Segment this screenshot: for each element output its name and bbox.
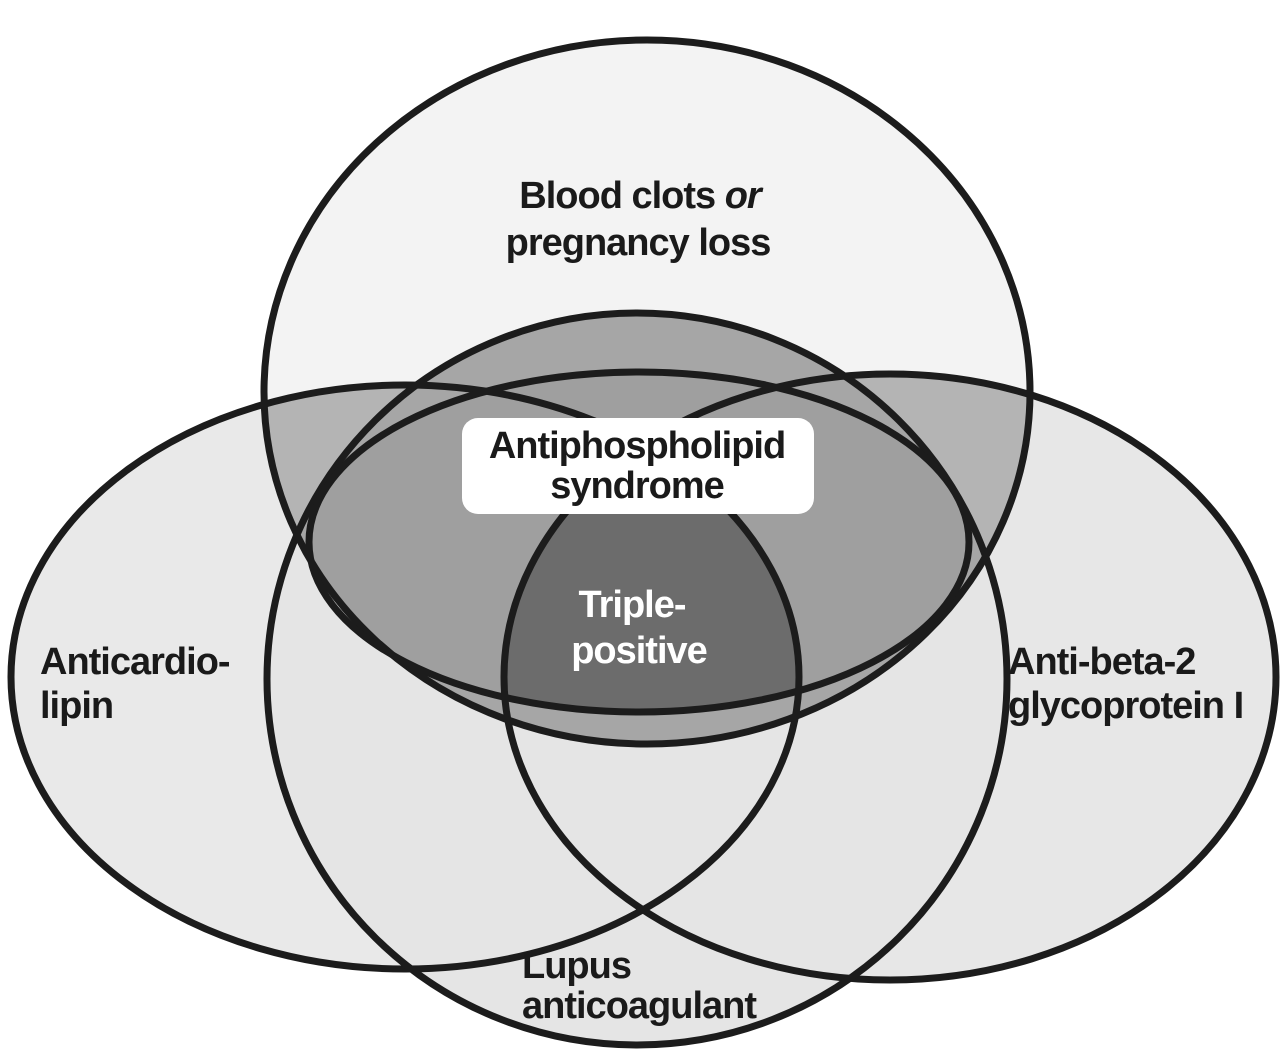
- triple-positive-region: [504, 385, 799, 712]
- triple-positive-label: Triple-: [578, 584, 685, 626]
- anticardiolipin-label: Anticardio-: [40, 641, 230, 683]
- antiphospholipid-label-box: [462, 418, 814, 514]
- clinical-label-line2: pregnancy loss: [506, 222, 771, 264]
- anti-beta2-circle: [500, 370, 1280, 984]
- anticardiolipin-label-line2: lipin: [40, 685, 113, 727]
- lupus-label: Lupus: [522, 945, 631, 987]
- antiphospholipid-label-line2: syndrome: [550, 465, 724, 507]
- anticardiolipin-circle: [7, 381, 803, 973]
- anti-beta2-label-line2: glycoprotein I: [1008, 685, 1243, 727]
- lupus-circle: [263, 309, 1011, 1049]
- antiphospholipid-label: Antiphospholipid: [489, 425, 785, 467]
- clinical-circle: [260, 36, 1034, 748]
- clinical-label: Blood clots or: [519, 175, 764, 217]
- lupus-label-line2: anticoagulant: [522, 985, 757, 1027]
- triple-positive-label-line2: positive: [571, 630, 707, 672]
- antiphospholipid-outline: [305, 368, 973, 716]
- anti-beta2-label: Anti-beta-2: [1008, 641, 1195, 683]
